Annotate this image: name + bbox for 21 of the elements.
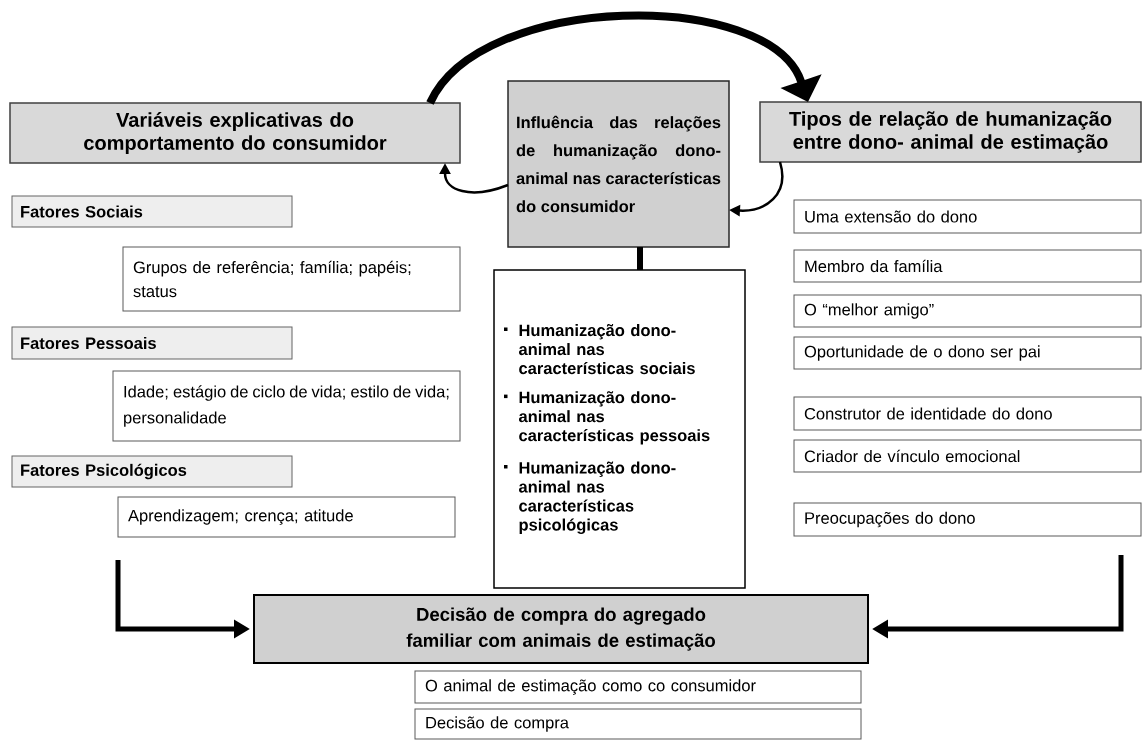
central-box: Influência das relações de humanização dono-animal nas características do consumidor bbox=[507, 80, 730, 248]
item-box: Uma extensão do dono bbox=[793, 199, 1142, 234]
bullet-list-box: Humanização dono-animal nas características sociais Humanização dono-animal nas características pessoais Humanização dono-animal nas características psicológicas bbox=[493, 269, 746, 589]
item-box: Preocupações do dono bbox=[793, 502, 1142, 537]
decision-box: Decisão de compra do agregado familiar com animais de estimação bbox=[253, 594, 869, 664]
item-box: Criador de vínculo emocional bbox=[793, 439, 1142, 473]
detail-box: Grupos de referência; família; papéis; status bbox=[122, 246, 461, 312]
item-box: Decisão de compra bbox=[414, 708, 862, 740]
item-box: O “melhor amigo” bbox=[793, 294, 1142, 328]
header-box: Variáveis explicativas do comportamento do consumidor bbox=[9, 102, 461, 164]
item-box: Construtor de identidade do dono bbox=[793, 396, 1142, 431]
factor-box: Fatores Psicológicos bbox=[11, 455, 293, 488]
item-box: Oportunidade de o dono ser pai bbox=[793, 336, 1142, 370]
detail-box: Idade; estágio de ciclo de vida; estilo de vida; personalidade bbox=[112, 370, 461, 442]
item-box: Membro da família bbox=[793, 249, 1142, 283]
factor-box: Fatores Sociais bbox=[11, 195, 293, 228]
curved-arrow bbox=[426, 11, 822, 106]
item-box: O animal de estimação como co consumidor bbox=[414, 670, 862, 704]
factor-box: Fatores Pessoais bbox=[11, 326, 293, 360]
header-box: Tipos de relação de humanização entre dono- animal de estimação bbox=[759, 101, 1142, 163]
detail-box: Aprendizagem; crença; atitude bbox=[117, 496, 456, 538]
